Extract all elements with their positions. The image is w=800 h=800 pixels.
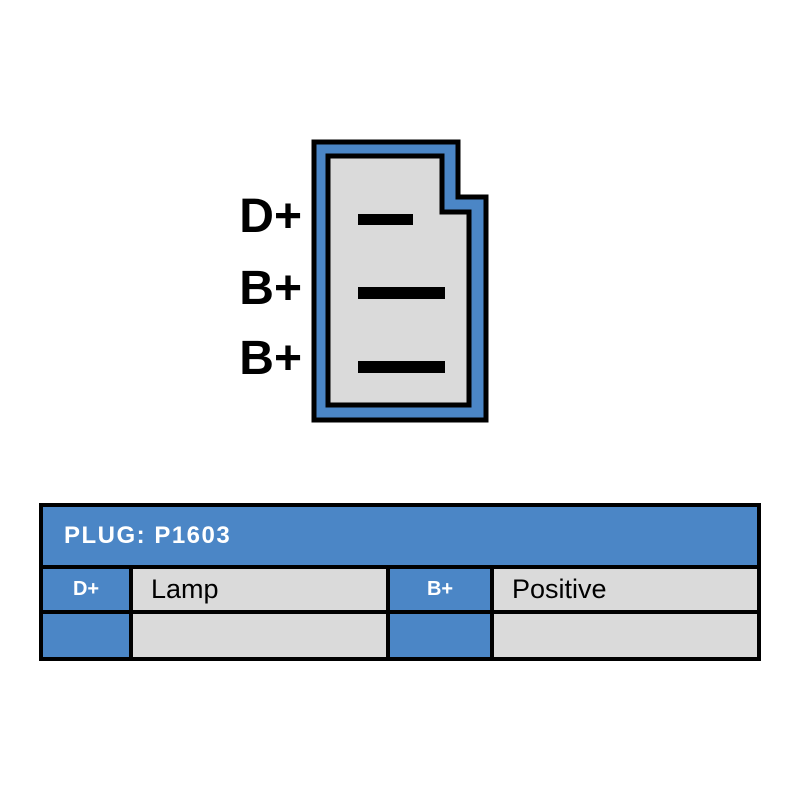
plug-table: PLUG: P1603 D+ Lamp B+ Positive [39, 503, 761, 661]
pin-cell-b-plus: B+ [390, 569, 490, 610]
terminal-bar-d-plus [358, 214, 413, 225]
desc-cell-empty-2 [494, 614, 757, 657]
pin-cell-empty-2 [390, 614, 490, 657]
pin-label-b-plus-2: B+ [239, 332, 302, 385]
pin-label-b-plus-1: B+ [239, 262, 302, 315]
pin-cell-d-plus: D+ [43, 569, 129, 610]
pin-label-d-plus: D+ [239, 190, 302, 243]
desc-cell-empty-1 [133, 614, 386, 657]
desc-cell-lamp: Lamp [133, 569, 386, 610]
desc-cell-positive: Positive [494, 569, 757, 610]
pin-cell-empty-1 [43, 614, 129, 657]
plug-connector-outline [311, 139, 489, 423]
terminal-bar-b-plus-2 [358, 361, 445, 373]
plug-table-title: PLUG: P1603 [43, 507, 757, 565]
terminal-bar-b-plus-1 [358, 287, 445, 299]
